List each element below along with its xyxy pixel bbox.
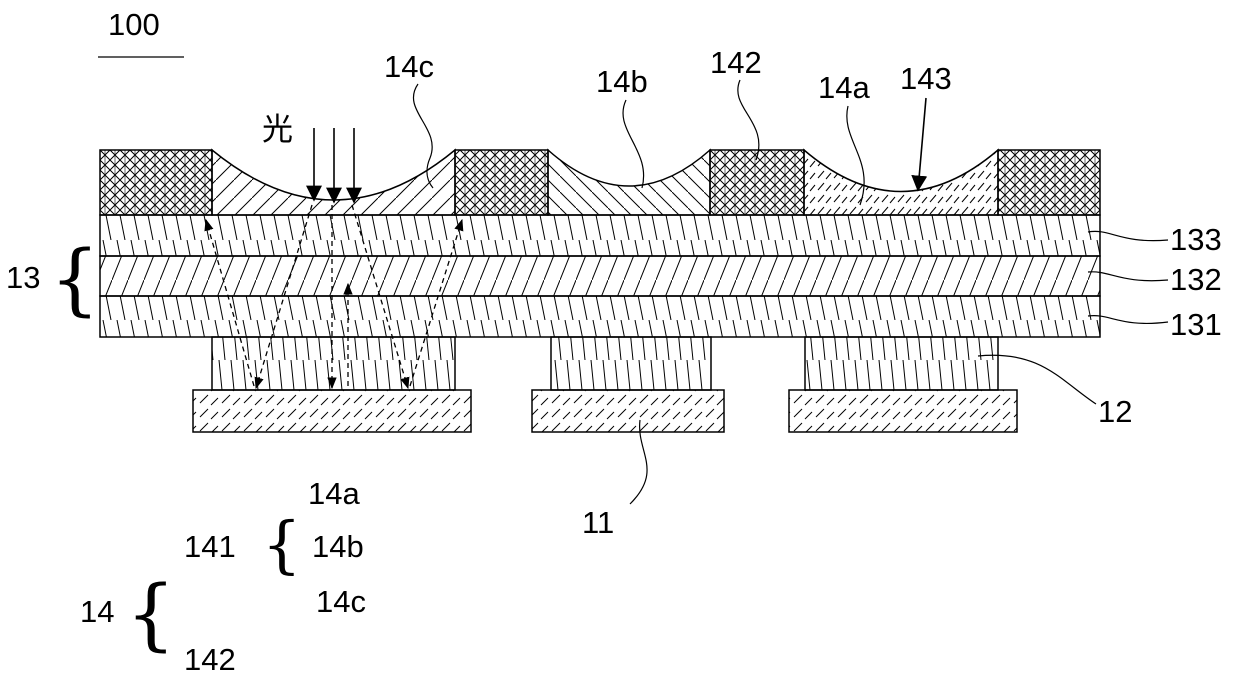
label-11: 11 [582, 505, 614, 540]
layer-132 [100, 256, 1100, 296]
layer-131 [100, 296, 1100, 337]
label-142: 142 [710, 45, 762, 80]
label-131: 131 [1170, 307, 1222, 342]
label-12: 12 [1098, 394, 1132, 429]
incoming-light-arrows [314, 128, 354, 202]
label-133: 133 [1170, 222, 1222, 257]
label-14c: 14c [384, 49, 434, 84]
light-label: 光 [262, 112, 293, 147]
label-143: 143 [900, 61, 952, 96]
label-132: 132 [1170, 262, 1222, 297]
legend-14b: 14b [312, 529, 364, 564]
label-14b: 14b [596, 64, 648, 99]
legend-root-14: 14 [80, 594, 114, 629]
legend-14c: 14c [316, 584, 366, 619]
layer-133 [100, 215, 1100, 256]
legend-tree: 14 { 141 142 { 14a 14b 14c [80, 476, 366, 677]
pillars-12 [212, 337, 998, 390]
leader-14b [623, 100, 644, 188]
legend-142: 142 [184, 642, 236, 677]
lens-14a [804, 150, 998, 215]
brace-13: { [50, 235, 100, 325]
figure-number: 100 [108, 7, 160, 42]
lens-14b [548, 150, 710, 215]
arrow-143 [918, 98, 926, 190]
leader-142 [738, 80, 759, 160]
label-13: 13 [6, 260, 40, 295]
electrode-pads-11 [193, 390, 1017, 432]
label-14a: 14a [818, 70, 870, 105]
legend-brace-141: { [262, 508, 301, 581]
legend-141: 141 [184, 529, 236, 564]
legend-brace-14: { [126, 570, 176, 660]
legend-14a: 14a [308, 476, 360, 511]
